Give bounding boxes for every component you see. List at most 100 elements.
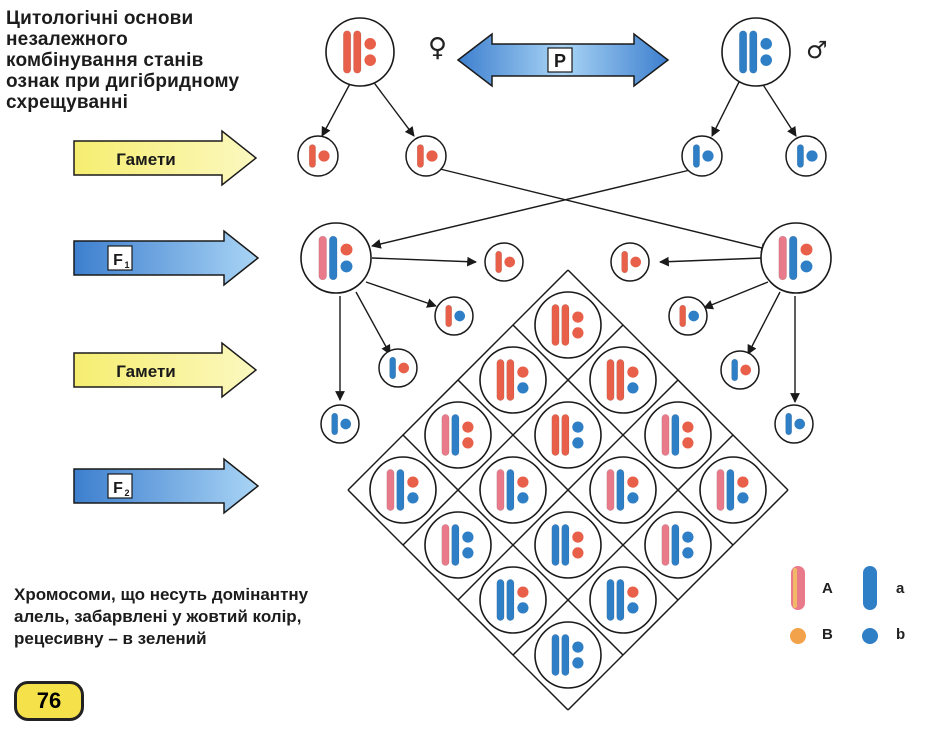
chromosome-B [794, 418, 806, 430]
cell-membrane [297, 135, 339, 177]
chromosome-B2 [800, 260, 813, 273]
f1-cell-right [760, 222, 832, 294]
f2-label-sub: 2 [124, 488, 129, 498]
chromosome-B [688, 310, 700, 322]
cell-membrane [405, 135, 447, 177]
chromosome-A [445, 304, 453, 328]
f1-right-gamete-Ab [668, 296, 708, 336]
legend-label-A: A [822, 580, 833, 597]
f2-cell-AaBb [589, 456, 657, 524]
arrow-female-gamete1 [321, 79, 353, 137]
arrow-f1r-gamete-3 [747, 291, 781, 355]
chromosome-B1 [407, 476, 419, 488]
chromosome-B1 [462, 531, 474, 543]
chromosome-A1 [496, 579, 505, 621]
f2-arrow [73, 457, 260, 515]
chromosome-B [426, 150, 438, 162]
punnett-grid [347, 269, 789, 711]
gametes-label-2: Гамети [116, 362, 175, 381]
cell-membrane [320, 404, 360, 444]
chromosome-A2 [561, 524, 570, 566]
male-symbol: ♂ [806, 36, 828, 64]
f2-cell-AABb [479, 346, 547, 414]
f2-cell-AaBb [369, 456, 437, 524]
chromosome-B2 [737, 492, 749, 504]
f2-cell-AABb [589, 346, 657, 414]
chromosome-A2 [616, 359, 625, 401]
chromosome-B [806, 150, 818, 162]
color-note: Хромосоми, що несуть домінантну алель, з… [14, 585, 309, 648]
f2-cell-AAbb [534, 401, 602, 469]
chromosome-A2 [561, 634, 570, 676]
chromosome-B2 [682, 547, 694, 559]
chromosome-A [416, 144, 424, 168]
f1-right-gamete-AB [610, 242, 650, 282]
chromosome-A2 [671, 414, 680, 456]
gametes-label-1: Гамети [116, 150, 175, 169]
chromosome-A2 [561, 414, 570, 456]
chromosome-A1 [551, 304, 560, 346]
chromosome-B1 [627, 476, 639, 488]
chromosome-A [331, 412, 339, 436]
chromosome-B2 [572, 657, 584, 669]
page-number: 76 [14, 681, 84, 721]
chromosome-A2 [749, 30, 758, 74]
arrow-gamete-to-f1-left [371, 169, 691, 249]
chromosome-B1 [517, 366, 529, 378]
f2-cell-AaBb [479, 456, 547, 524]
diagram-title: Цитологічні основи незалежного комбінува… [6, 8, 240, 113]
chromosome-A2 [506, 469, 515, 511]
f1-left-gamete-AB [484, 242, 524, 282]
chromosome-B2 [340, 260, 353, 273]
cell-membrane [681, 135, 723, 177]
arrow-f1l-gamete-ab1 [371, 256, 477, 267]
cell-membrane [484, 242, 524, 282]
chromosome-B1 [627, 586, 639, 598]
chromosome-A2 [506, 579, 515, 621]
chromosome-A [731, 358, 739, 382]
gamete-male-1 [681, 135, 723, 177]
legend-chromosome-a [863, 566, 877, 610]
gametes-arrow-1 [73, 129, 258, 187]
f2-cell-AaBB [424, 401, 492, 469]
chromosome-B [630, 256, 642, 268]
legend-label-B: B [822, 626, 833, 643]
chromosome-A2 [616, 469, 625, 511]
chromosome-A1 [739, 30, 748, 74]
chromosome-A [796, 144, 804, 168]
chromosome-B2 [572, 437, 584, 449]
chromosome-A1 [661, 414, 670, 456]
chromosome-B [702, 150, 714, 162]
chromosome-B2 [462, 437, 474, 449]
chromosome-A1 [661, 524, 670, 566]
chromosome-A2 [616, 579, 625, 621]
cell-membrane [434, 296, 474, 336]
chromosome-B1 [572, 641, 584, 653]
arrow-male-gamete2 [759, 79, 797, 137]
chromosome-B2 [517, 382, 529, 394]
f1-arrow [73, 229, 260, 287]
legend [790, 566, 878, 644]
chromosome-B1 [627, 366, 639, 378]
f1-right-gamete-aB [720, 350, 760, 390]
chromosome-B [740, 364, 752, 376]
chromosome-A1 [606, 579, 615, 621]
cell-membrane [610, 242, 650, 282]
chromosome-B1 [800, 243, 813, 256]
chromosome-A [621, 250, 629, 274]
chromosome-B [340, 418, 352, 430]
f2-cell-aaBb [479, 566, 547, 634]
chromosome-A2 [789, 235, 798, 281]
chromosome-B2 [572, 327, 584, 339]
chromosome-A1 [496, 359, 505, 401]
cell-membrane [785, 135, 827, 177]
chromosome-B1 [682, 421, 694, 433]
chromosome-B1 [572, 421, 584, 433]
f2-cell-aabb [534, 621, 602, 689]
arrow-male-gamete1 [711, 79, 741, 137]
gamete-female-1 [297, 135, 339, 177]
arrow-female-gamete2 [371, 79, 415, 137]
